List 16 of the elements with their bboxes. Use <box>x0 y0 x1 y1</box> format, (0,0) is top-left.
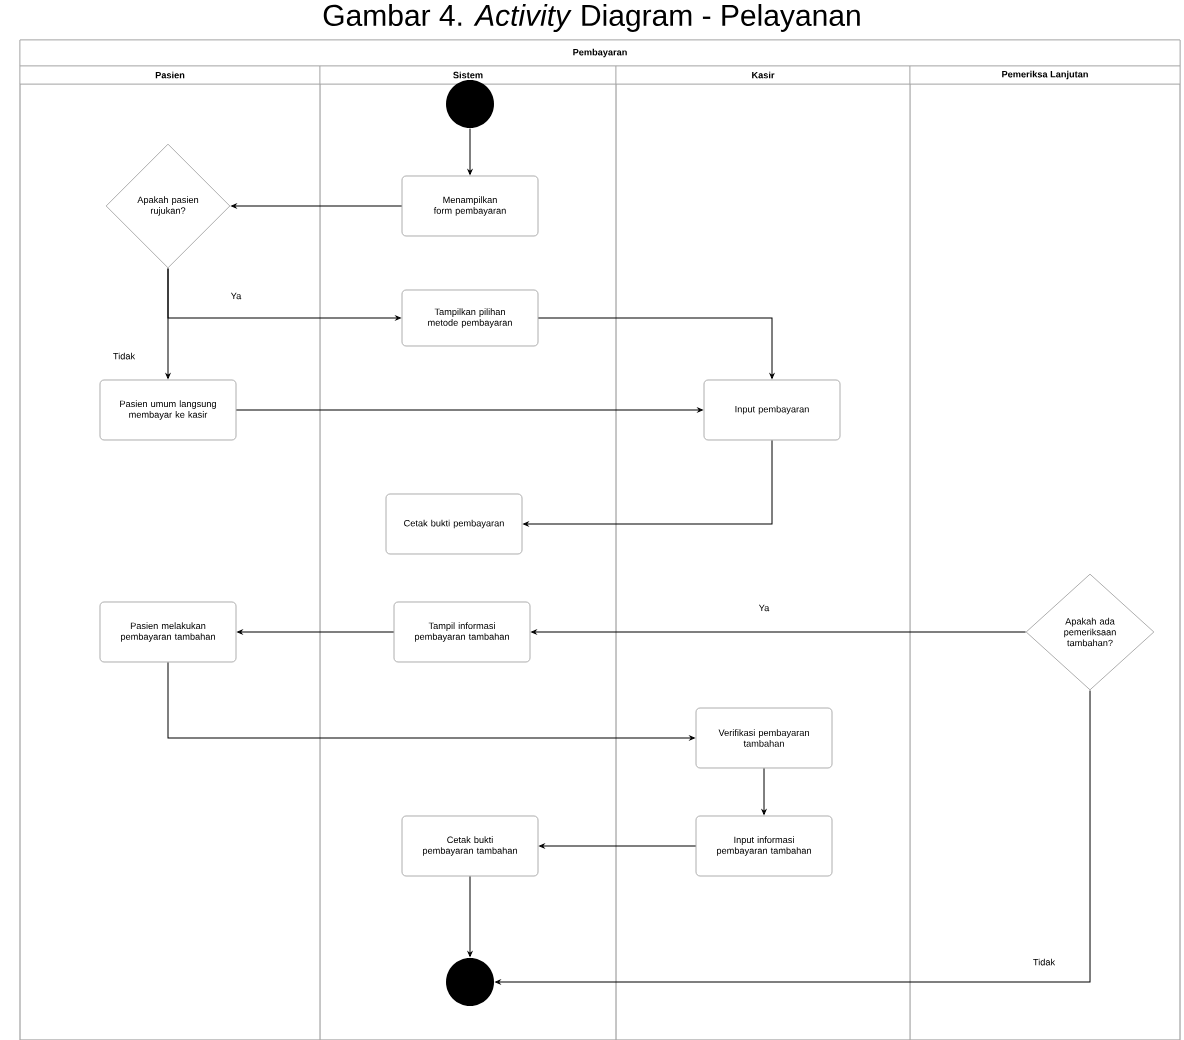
end-node <box>446 958 494 1006</box>
arrow <box>467 127 473 175</box>
arrow <box>531 629 1027 635</box>
arrow <box>467 875 473 957</box>
arrow <box>167 661 695 741</box>
arrow <box>537 317 775 379</box>
arrow <box>235 407 703 413</box>
figure-title: Gambar 4. Activity Diagram - Pelayanan <box>323 4 860 32</box>
arrow <box>495 689 1091 985</box>
arrow <box>237 629 395 635</box>
arrow <box>539 843 697 849</box>
arrow <box>761 767 767 815</box>
arrow <box>231 203 403 209</box>
start-node <box>446 80 494 128</box>
arrow <box>523 439 773 527</box>
arrow <box>165 267 171 379</box>
